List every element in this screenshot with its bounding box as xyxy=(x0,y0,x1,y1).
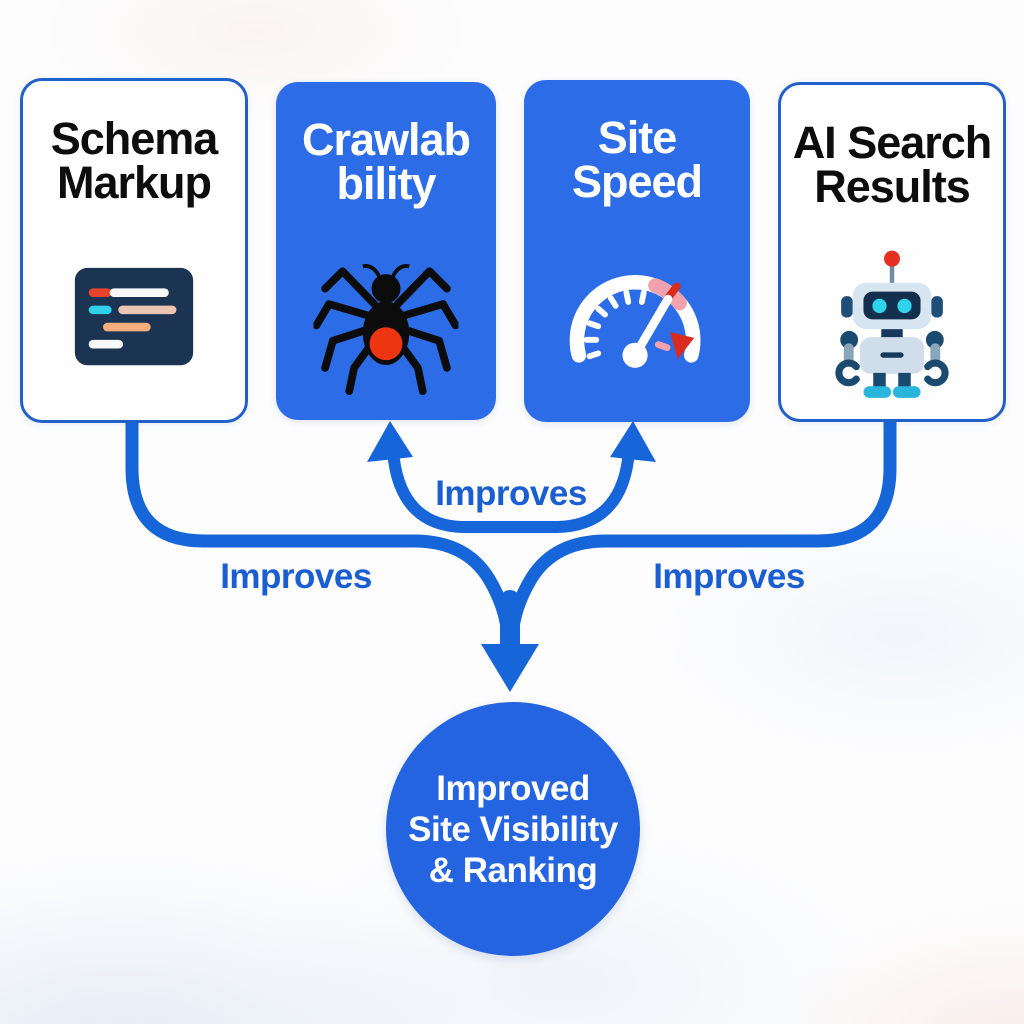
node-improved-site-visibility: Improved Site Visibility & Ranking xyxy=(386,702,640,956)
node-title: AI Search Results xyxy=(781,117,1003,212)
node-title-line2: Markup xyxy=(56,157,212,208)
edge-label-improves-left: Improves xyxy=(220,557,372,596)
arrowhead-into-result xyxy=(481,644,539,692)
node-title: Schema Markup xyxy=(23,113,245,208)
robot-icon xyxy=(834,245,950,404)
node-title-line1: Schema xyxy=(50,113,219,164)
result-line2: Site Visibility xyxy=(408,809,618,849)
node-schema-markup: Schema Markup xyxy=(20,78,248,423)
node-crawlability: Crawlab bility xyxy=(276,82,496,420)
edge-label-improves-center: Improves xyxy=(435,474,587,513)
node-title: Site Speed xyxy=(524,112,750,207)
result-line3: & Ranking xyxy=(428,850,598,890)
arrowhead-into-site-speed xyxy=(610,421,656,462)
speedometer-icon xyxy=(555,270,720,401)
node-ai-search-results: AI Search Results xyxy=(778,82,1006,422)
flow-edges xyxy=(125,411,897,660)
node-title-line2: Results xyxy=(814,161,971,212)
node-site-speed: Site Speed xyxy=(524,80,750,422)
node-title-line1: AI Search xyxy=(792,117,993,168)
code-snippet-icon xyxy=(72,265,196,375)
edge-u-bridge xyxy=(388,454,634,533)
edge-label-improves-right: Improves xyxy=(653,557,805,596)
node-title: Crawlab bility xyxy=(276,114,496,209)
arrowhead-into-crawlability xyxy=(367,421,413,462)
result-line1: Improved xyxy=(436,768,590,808)
node-title-line1: Crawlab xyxy=(301,114,471,165)
arrowheads xyxy=(367,421,656,692)
node-title-line2: Speed xyxy=(571,156,703,207)
spider-icon xyxy=(312,244,460,404)
node-title-line2: bility xyxy=(336,158,436,209)
node-title-line1: Site xyxy=(597,112,678,163)
